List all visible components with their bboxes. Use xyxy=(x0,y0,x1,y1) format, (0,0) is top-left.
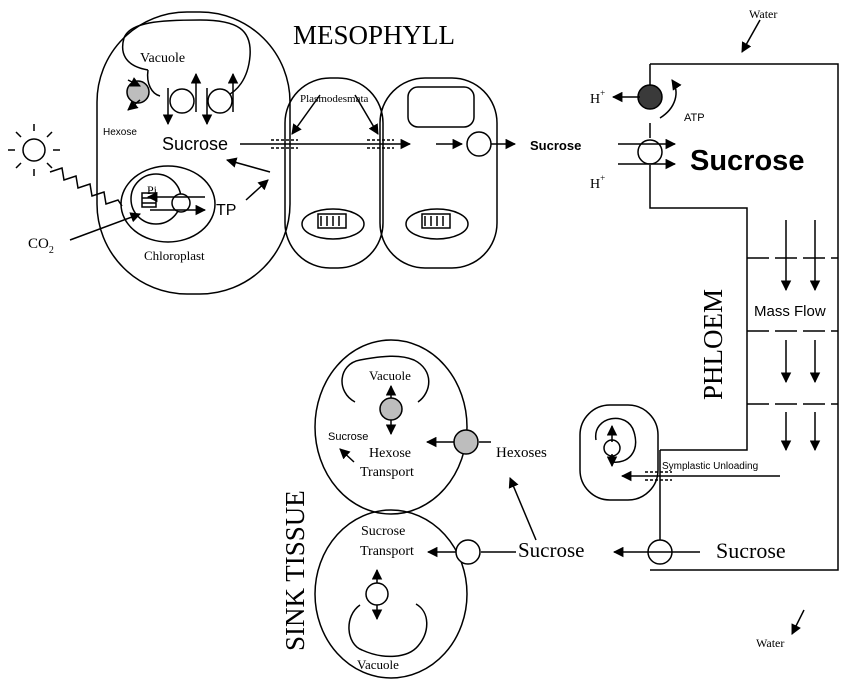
sink-vacuole-carrier-top xyxy=(380,398,402,420)
sucrose-sink-label: Sucrose xyxy=(518,538,585,562)
sucrose-mesophyll-label: Sucrose xyxy=(162,134,228,154)
sucrose-carrier-sink xyxy=(456,540,480,564)
arrow-tp-to-sucrose-head xyxy=(227,160,270,172)
mesophyll-title: MESOPHYLL xyxy=(293,20,455,50)
atp-label: ATP xyxy=(684,112,705,124)
hexose-carrier-sink xyxy=(454,430,478,454)
sink-vacuole-carrier-bottom xyxy=(366,583,388,605)
sink-vacuole-bottom-label: Vacuole xyxy=(357,657,399,672)
chloroplast-label: Chloroplast xyxy=(144,248,205,263)
unloading-cell xyxy=(580,405,658,500)
mitochondrion-1 xyxy=(302,209,364,239)
phloem-title: PHLOEM xyxy=(698,289,728,400)
h-plus-top-label: H+ xyxy=(590,88,605,107)
sucrose-transport-label-1: Sucrose xyxy=(361,524,405,539)
phloem-loading-transporter xyxy=(467,132,491,156)
sucrose-transport-label-2: Transport xyxy=(360,544,414,559)
arrow-water-out xyxy=(792,610,804,634)
hexose-label: Hexose xyxy=(103,127,137,138)
sucrose-phloem-out-label: Sucrose xyxy=(716,538,786,563)
sun-icon xyxy=(8,124,60,176)
arrow-sucrose-small xyxy=(340,449,354,462)
arrow-water-in xyxy=(742,20,760,52)
sucrose-small-label: Sucrose xyxy=(530,138,581,153)
water-bottom-label: Water xyxy=(756,636,784,650)
chloroplast xyxy=(121,166,215,242)
pi-label: Pi xyxy=(147,183,158,197)
tp-label: TP xyxy=(216,202,236,219)
arrow-tp-to-sucrose xyxy=(246,180,268,200)
sink-vacuole-top-label: Vacuole xyxy=(369,368,411,383)
vacuole-label: Vacuole xyxy=(140,51,185,66)
water-top-label: Water xyxy=(749,7,777,21)
co2-label: CO2 xyxy=(28,236,54,256)
vacuole-sucrose-carrier-1 xyxy=(170,89,194,113)
mass-flow-label: Mass Flow xyxy=(754,303,826,320)
hexose-transport-label-2: Transport xyxy=(360,465,414,480)
arrow-sucrose-to-hexoses xyxy=(510,478,536,540)
vacuole-sucrose-carrier-2 xyxy=(208,89,232,113)
h-plus-bottom-label: H+ xyxy=(590,173,605,192)
sink-tissue-title: SINK TISSUE xyxy=(280,490,310,651)
sucrose-small-sink-label: Sucrose xyxy=(328,431,368,443)
mitochondrion-2 xyxy=(406,209,468,239)
proton-pump-atp xyxy=(638,85,662,109)
light-ray xyxy=(50,168,122,206)
hexose-transport-label-1: Hexose xyxy=(369,446,411,461)
symplastic-unloading-label: Symplastic Unloading xyxy=(662,461,758,472)
plasmodesmata-label: Plasmodesmata xyxy=(300,93,369,105)
hexoses-label: Hexoses xyxy=(496,445,547,461)
sucrose-big-label: Sucrose xyxy=(690,145,804,177)
